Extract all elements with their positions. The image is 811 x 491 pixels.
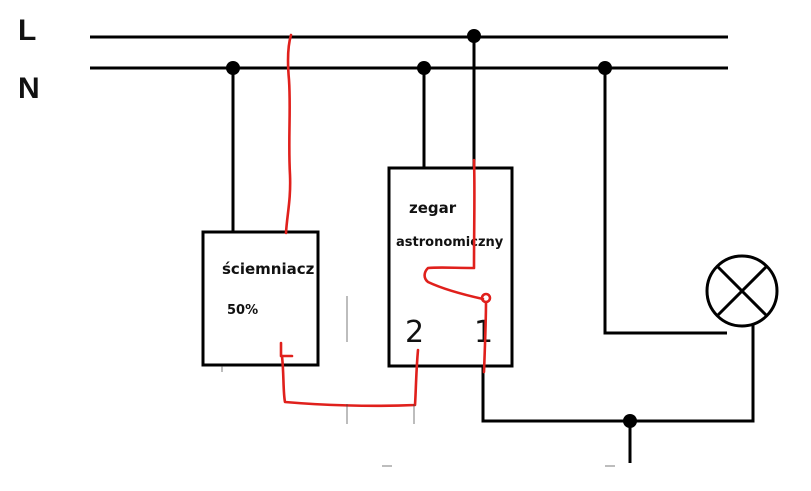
timer-title-line2: astronomiczny <box>396 235 504 250</box>
junction-dot-timer <box>417 61 431 75</box>
red-timer-switch-wire <box>423 158 485 301</box>
dimmer-value: 50% <box>227 303 258 318</box>
red-dimmer-to-terminal-2-wire <box>280 348 420 408</box>
lamp-icon <box>705 254 779 328</box>
junction-dot-dimmer <box>226 61 240 75</box>
timer-terminal-1: 1 <box>474 315 493 350</box>
red-line-to-dimmer-wire <box>284 33 293 235</box>
dimmer-title: ściemniacz <box>222 260 315 278</box>
red-terminal-1-wire <box>482 300 488 374</box>
neutral-label: N <box>18 72 40 105</box>
lamp-neutral-wire <box>603 68 727 335</box>
junction-dot-lamp <box>598 61 612 75</box>
line-label: L <box>18 14 36 47</box>
lamp-return-wire <box>481 325 755 423</box>
dimmer-box <box>201 230 320 367</box>
sketch-remnants <box>221 296 615 467</box>
junction-dot-line <box>467 29 481 43</box>
timer-title-line1: zegar <box>409 199 457 217</box>
timer-terminal-2: 2 <box>405 315 424 350</box>
junction-dot-return <box>623 414 637 428</box>
